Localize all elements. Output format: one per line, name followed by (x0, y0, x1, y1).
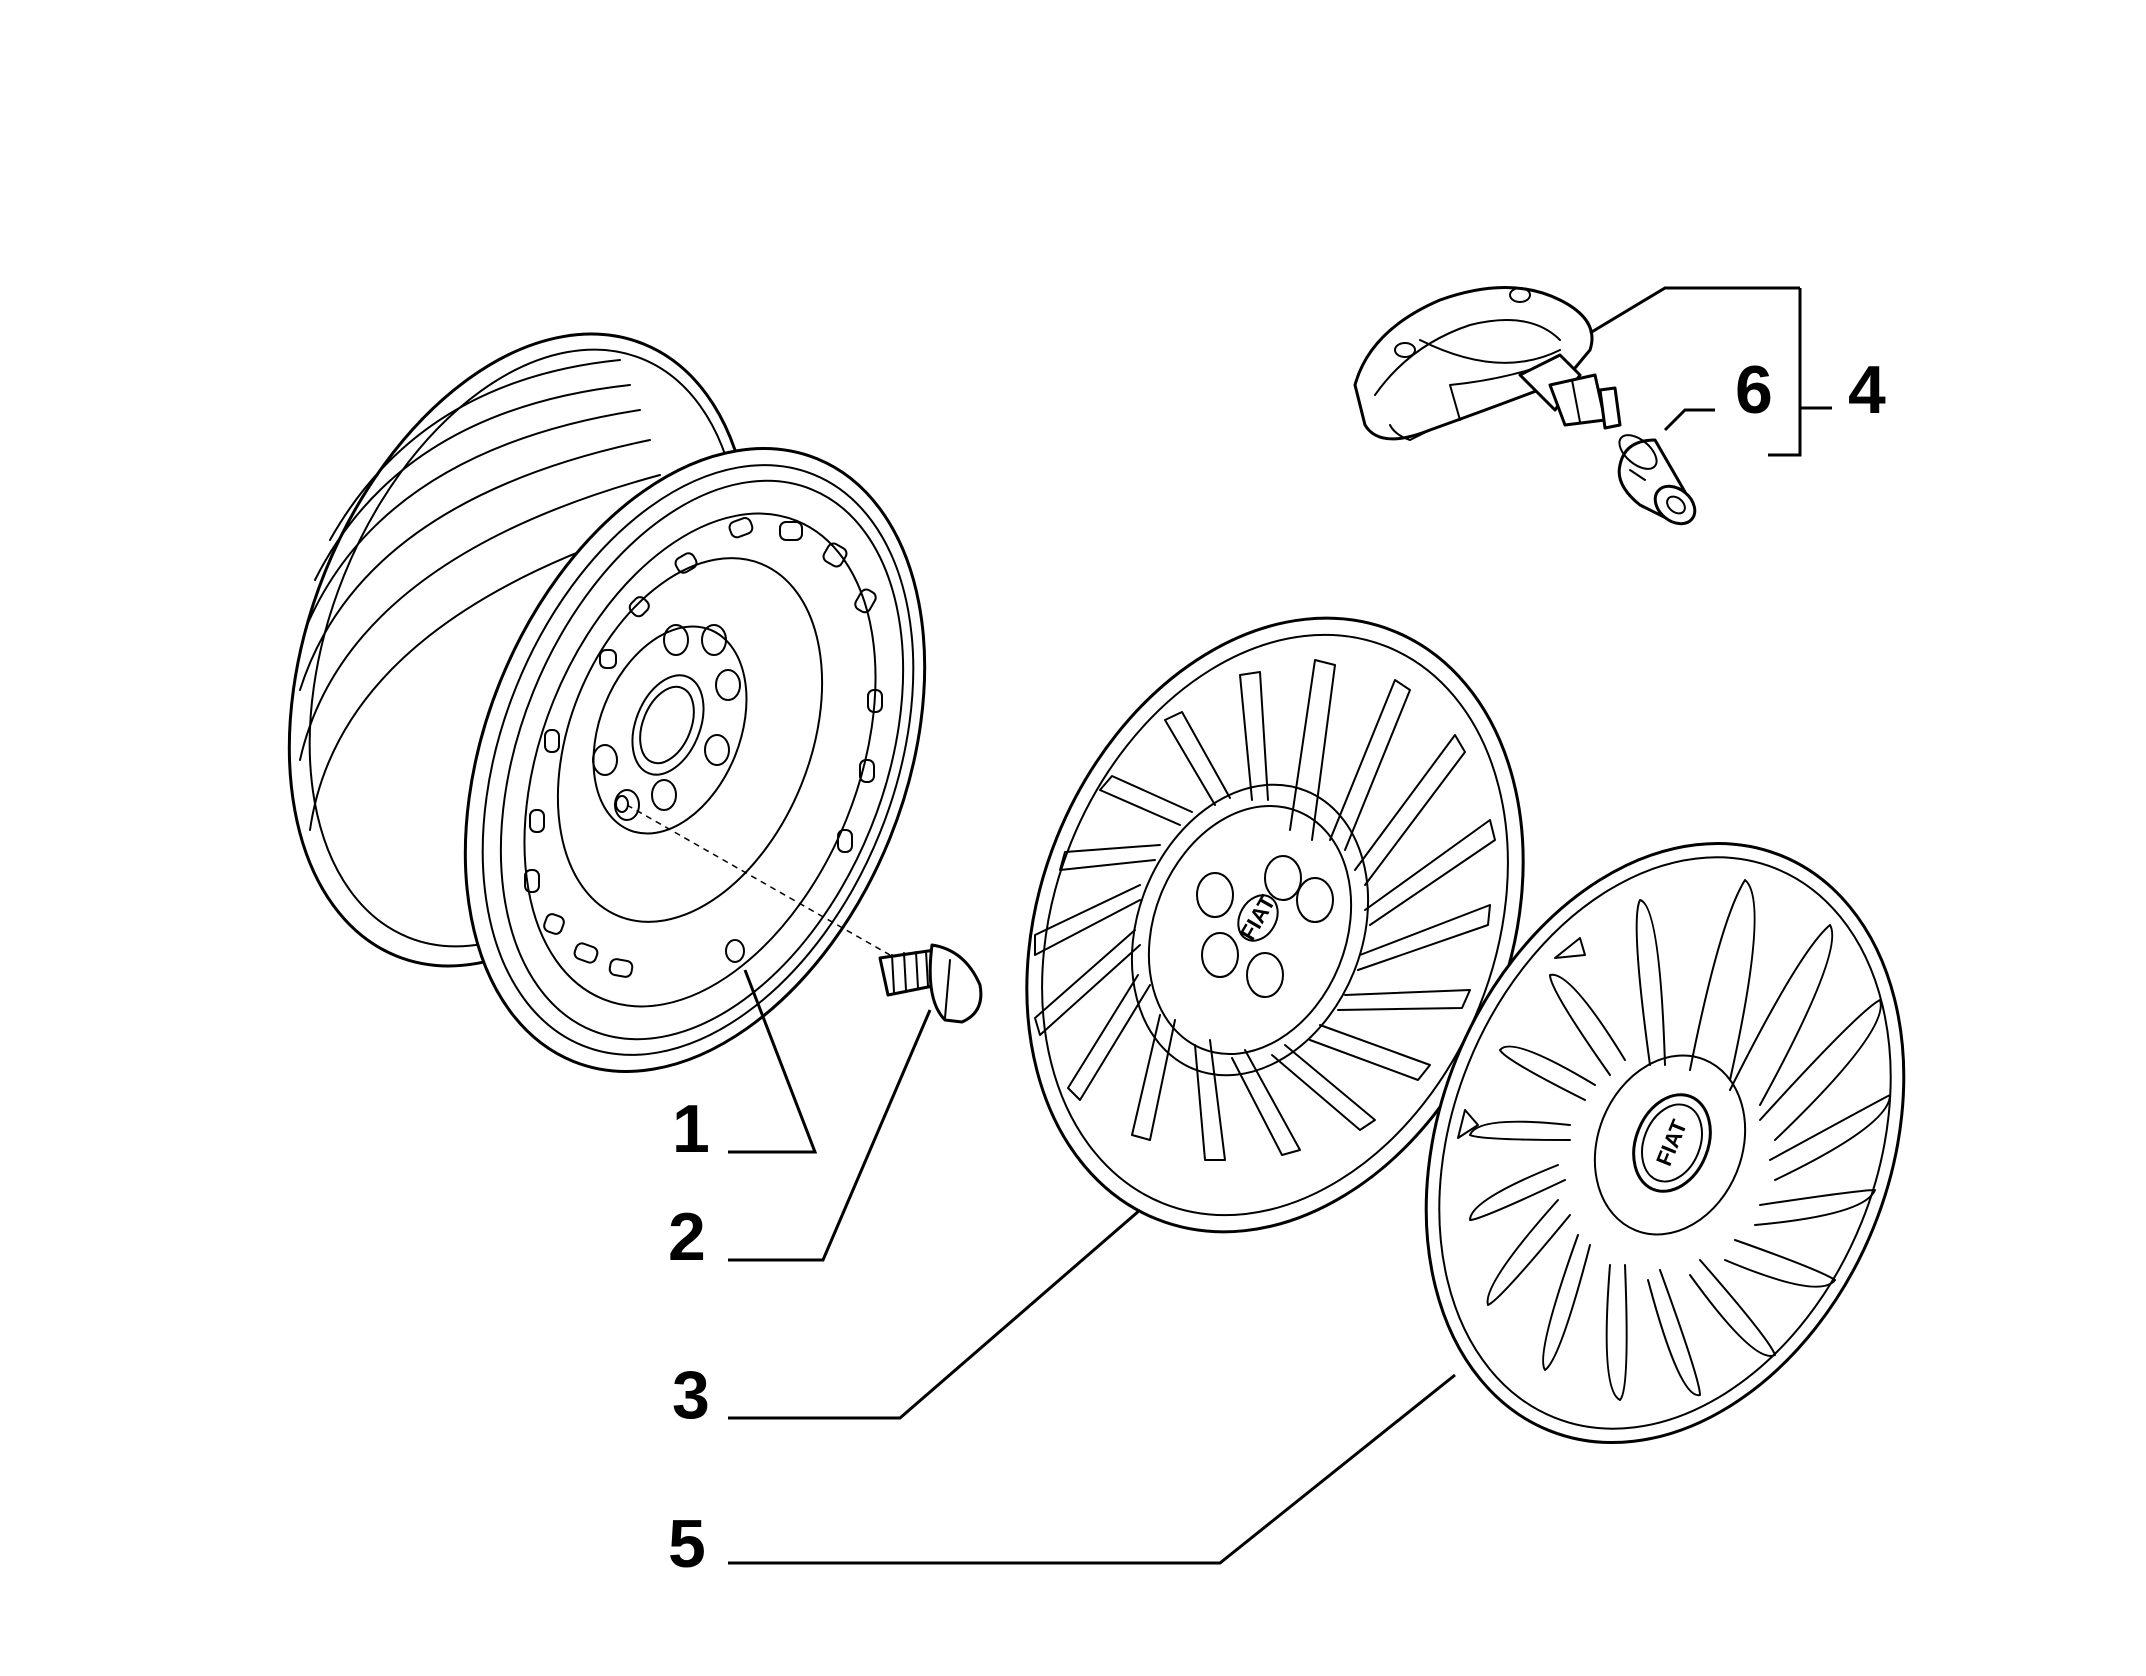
fiat-logo-cap-5: FIAT (1632, 1093, 1712, 1193)
wheel-bolt (878, 943, 983, 1024)
valve-hole (725, 939, 745, 963)
wheel-trim-cap-3: FIAT (1025, 616, 1525, 1234)
callout-3: 3 (672, 1357, 710, 1433)
wheel-trim-cap-5: FIAT (1424, 841, 1906, 1445)
wheel-hub (592, 624, 748, 835)
leader-2 (728, 1009, 932, 1262)
tyre-pressure-sensor (1353, 286, 1622, 441)
leader-lines (728, 286, 1832, 1565)
steel-wheel (287, 332, 927, 1073)
vent-holes (524, 517, 883, 978)
callout-1: 1 (672, 1091, 710, 1167)
valve-cap (1617, 434, 1697, 526)
leader-5 (728, 1373, 1456, 1565)
cap-5-spokes (1469, 879, 1891, 1401)
callout-5: 5 (668, 1506, 706, 1582)
callout-labels: 1 2 3 4 5 6 (668, 352, 1886, 1582)
leader-1 (728, 969, 818, 1154)
callout-4: 4 (1848, 352, 1886, 428)
callout-6: 6 (1735, 352, 1773, 428)
leader-3 (728, 1208, 1141, 1420)
cap-3-spokes (1034, 659, 1496, 1161)
callout-2: 2 (668, 1199, 706, 1275)
leader-sensor-top (1589, 286, 1800, 335)
bracket-4 (1768, 288, 1802, 457)
leader-6 (1663, 408, 1715, 432)
